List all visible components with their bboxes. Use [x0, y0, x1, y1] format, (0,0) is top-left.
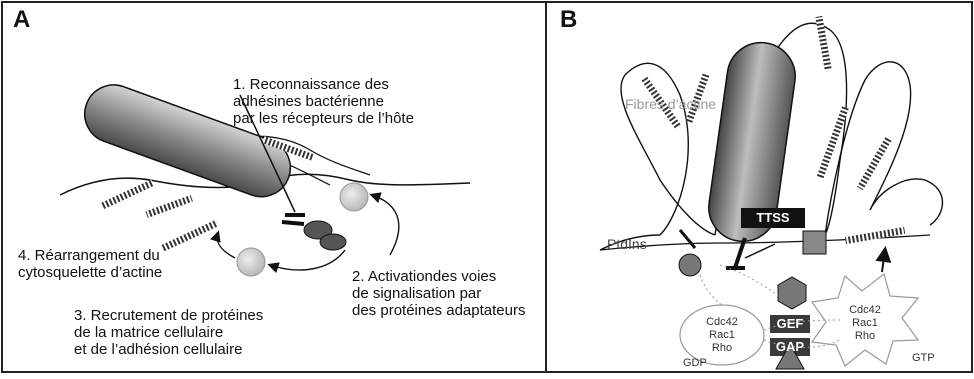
gap-label: GAP	[770, 339, 810, 354]
gtp-rac1: Rac1	[843, 317, 887, 330]
panel-a-letter: A	[13, 6, 30, 34]
panel-b-letter: B	[560, 6, 577, 34]
gtp-label: GTP	[912, 352, 935, 365]
gtp-cdc42: Cdc42	[843, 304, 887, 317]
protein-ball-1	[340, 183, 368, 211]
actin-fibre-a1	[101, 179, 154, 209]
ptdins-circle	[679, 254, 701, 276]
arrow-to-ball2	[270, 250, 345, 270]
fibres-label: Fibres d’actine	[625, 96, 716, 113]
ttss-pointer	[745, 244, 775, 258]
ttss-label: TTSS	[741, 210, 805, 225]
gdp-label: GDP	[683, 357, 707, 370]
gdp-rac1: Rac1	[700, 329, 744, 342]
protein-ball-2	[237, 248, 265, 276]
gdp-cdc42: Cdc42	[700, 316, 744, 329]
step3-line2: de la matrice cellulaire	[74, 324, 223, 341]
step2-line2: de signalisation par	[352, 285, 481, 302]
gef-label: GEF	[770, 316, 810, 331]
gtp-rho: Rho	[843, 330, 887, 343]
step3-line3: et de l’adhésion cellulaire	[74, 341, 242, 358]
dotted-path-2	[700, 275, 722, 305]
gdp-rho: Rho	[700, 342, 744, 355]
square-effector	[803, 231, 826, 254]
ptdins-label: PtdIns	[607, 236, 647, 253]
step2-line1: 2. Activationdes voies	[352, 268, 496, 285]
step3-line1: 3. Recrutement de protéines	[74, 307, 263, 324]
step1-line3: par les récepteurs de l’hôte	[233, 110, 414, 127]
actin-fibre-a2	[145, 195, 192, 218]
step2-line3: des protéines adaptateurs	[352, 302, 525, 319]
actin-fibre-b6	[845, 227, 905, 244]
hexagon-effector	[778, 277, 806, 309]
step1-line2: adhésines bactérienne	[233, 93, 384, 110]
receptor-oval-2	[320, 234, 346, 250]
step4-line1: 4. Réarrangement du	[18, 247, 160, 264]
actin-fibre-a3	[162, 220, 219, 252]
arrow-to-ball1	[372, 195, 399, 255]
gtp-arrow	[882, 250, 885, 272]
adhesin-marks	[282, 215, 305, 224]
ptdins-marker	[680, 230, 695, 248]
actin-fibre-b5	[857, 136, 892, 190]
arrow-to-fibres	[217, 233, 235, 258]
step1-line1: 1. Reconnaissance des	[233, 76, 389, 93]
actin-fibre-b3	[815, 16, 831, 71]
step4-line2: cytosquelette d’actine	[18, 264, 162, 281]
